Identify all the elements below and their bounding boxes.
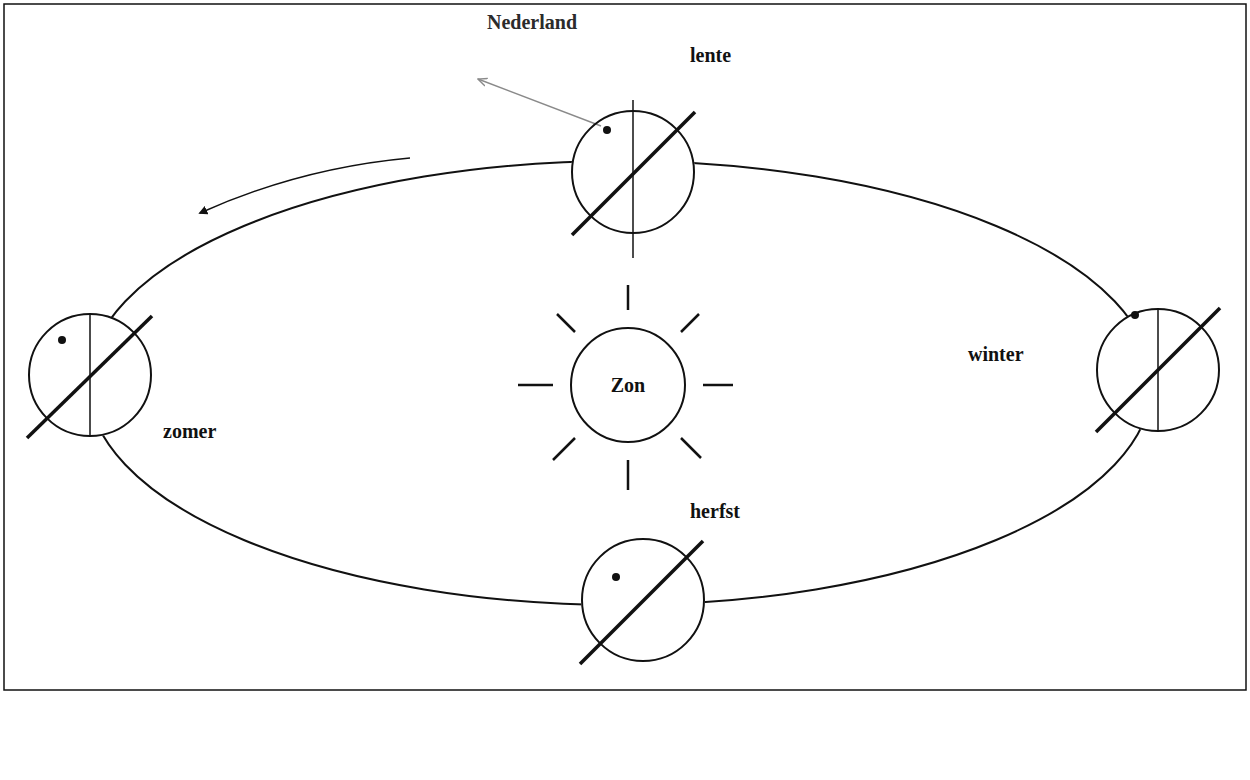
outline (28, 313, 152, 437)
netherlands-dot (612, 573, 620, 581)
earth-lente (571, 100, 695, 258)
season-label: zomer (163, 420, 216, 442)
sun-ray (553, 438, 575, 460)
earth-circle (582, 539, 704, 661)
season-label: winter (968, 343, 1024, 365)
season-label: lente (690, 44, 731, 66)
place-label: Nederland (487, 11, 577, 33)
orbit-direction-arrow (200, 158, 410, 213)
earth-circle: herfst (581, 538, 705, 662)
vertical-line (632, 100, 634, 258)
sun-ray (681, 314, 699, 332)
sun-ray (681, 438, 701, 458)
sun-ray (627, 285, 630, 310)
sun-ray (703, 384, 733, 387)
sun-circle: Zon (570, 327, 686, 443)
earth-fill (1096, 308, 1220, 432)
outline (571, 110, 695, 234)
season-label: herfst (690, 500, 740, 522)
sun-ray (518, 384, 553, 387)
earth-circle (29, 314, 151, 436)
sun-circle (571, 328, 685, 442)
leader-arrow (478, 79, 601, 126)
earth-circle: winter (1096, 308, 1220, 432)
earth-circle: zomer (28, 313, 152, 437)
netherlands-dot (603, 126, 611, 134)
earth-circle (572, 111, 694, 233)
outline (1096, 308, 1220, 432)
earth-circle: lente (571, 110, 695, 234)
sun-ray (627, 460, 630, 490)
label-holder: Nederland (487, 11, 577, 33)
sun-rays (518, 285, 733, 490)
netherlands-dot (58, 336, 66, 344)
node-title: Zon (611, 374, 645, 396)
sun-ray (557, 314, 575, 332)
outline (581, 538, 705, 662)
earth-winter (1096, 308, 1220, 432)
earth-axis (1096, 308, 1220, 432)
earth-axis (572, 112, 695, 235)
earth-zomer (27, 313, 152, 438)
earth-herfst (580, 538, 705, 664)
earth-fill (28, 313, 152, 437)
earth-circle (1097, 309, 1219, 431)
frame (4, 4, 1246, 690)
